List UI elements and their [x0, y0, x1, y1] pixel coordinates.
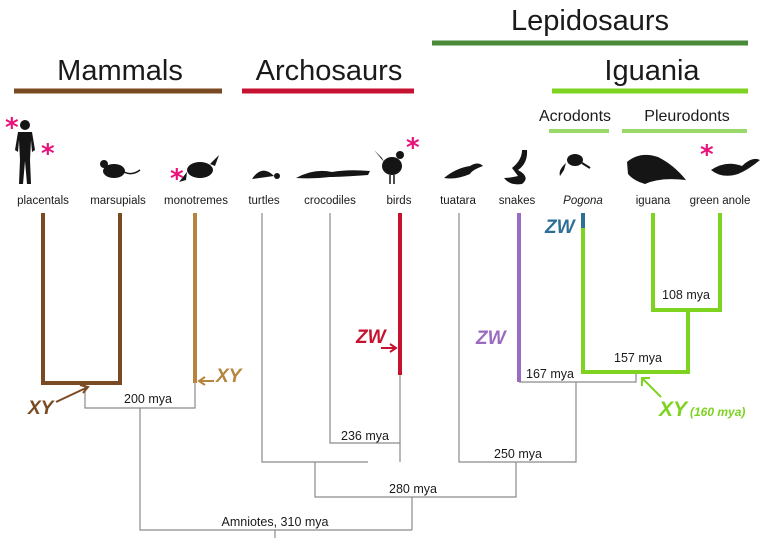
node-age-lepidosaurs: 250 mya: [494, 447, 542, 461]
branch-turtles: [262, 213, 368, 462]
star-marker-green-anole: *: [700, 140, 714, 170]
event-zw-pogona: ZW: [544, 217, 577, 238]
event-xy-monotreme: XY: [215, 366, 244, 387]
platypus-silhouette-icon: [179, 155, 219, 182]
node-age-squamates: 167 mya: [526, 367, 574, 381]
star-marker-birds: *: [406, 133, 420, 163]
anole-silhouette-icon: [711, 159, 760, 176]
rat-silhouette-icon: [100, 160, 140, 178]
event-xy-iguania-age: (160 mya): [690, 405, 745, 419]
taxon-label-crocodiles: crocodiles: [304, 195, 356, 207]
group-label-iguania: Iguania: [604, 55, 700, 87]
node-age-pleurodonts: 108 mya: [662, 288, 710, 302]
turtle-silhouette-icon: [252, 171, 280, 179]
taxon-label-monotremes: monotremes: [164, 195, 228, 207]
crocodile-silhouette-icon: [296, 170, 370, 178]
arrow-xy-therian: [56, 385, 88, 402]
taxon-label-placentals: placentals: [17, 195, 69, 207]
node-age-mammals: 200 mya: [124, 392, 172, 406]
event-zw-birds: ZW: [355, 327, 388, 348]
event-xy-therian: XY: [27, 398, 56, 419]
group-label-pleurodonts: Pleurodonts: [644, 108, 729, 125]
taxon-label-birds: birds: [387, 195, 412, 207]
taxon-label-turtles: turtles: [248, 195, 280, 207]
arrow-xy-iguania: [642, 378, 661, 397]
taxon-label-iguana: iguana: [636, 195, 671, 207]
chicken-silhouette-icon: [374, 150, 404, 184]
group-label-archosaurs: Archosaurs: [256, 55, 403, 87]
branch-therian-xy: [43, 213, 120, 383]
taxon-label-snakes: snakes: [499, 195, 536, 207]
node-age-archosaurs: 236 mya: [341, 429, 389, 443]
tuatara-silhouette-icon: [444, 164, 483, 179]
node-age-amniotes: Amniotes, 310 mya: [222, 515, 329, 529]
node-age-iguania: 157 mya: [614, 351, 662, 365]
group-label-mammals: Mammals: [57, 55, 183, 87]
branch-amniote-left: [140, 408, 412, 530]
taxon-label-marsupials: marsupials: [90, 195, 146, 207]
arrow-xy-monotreme: [199, 377, 214, 385]
star-marker-placentals-1: *: [5, 113, 19, 143]
node-age-reptiles: 280 mya: [389, 482, 437, 496]
star-marker-monotremes: *: [170, 164, 184, 194]
star-marker-placentals-2: *: [41, 139, 55, 169]
snake-silhouette-icon: [504, 150, 527, 184]
taxon-label-pogona: Pogona: [563, 195, 603, 207]
event-zw-snakes: ZW: [475, 328, 508, 349]
group-label-acrodonts: Acrodonts: [539, 108, 611, 125]
group-label-lepidosaurs: Lepidosaurs: [511, 5, 669, 37]
taxon-label-tuatara: tuatara: [440, 195, 476, 207]
pogona-silhouette-icon: [560, 154, 590, 176]
iguana-silhouette-icon: [627, 155, 686, 184]
taxon-label-green-anole: green anole: [690, 195, 751, 207]
event-xy-iguania: XY: [658, 398, 689, 421]
